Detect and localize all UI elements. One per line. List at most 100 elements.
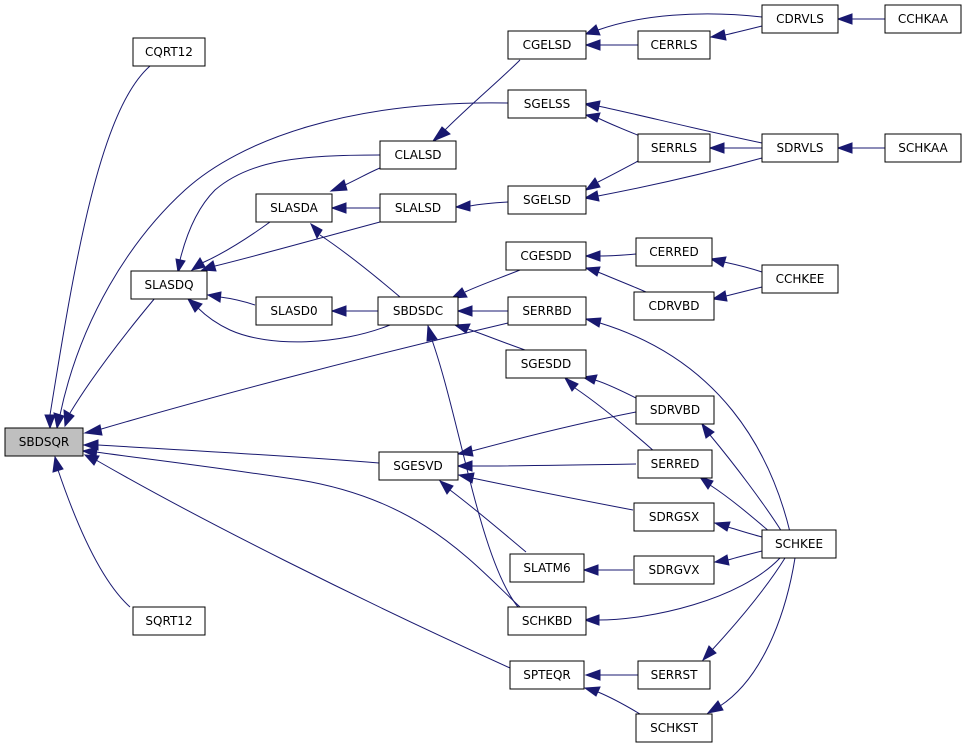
node-serrls[interactable]: SERRLS [637,133,711,163]
node-label: SERRED [651,457,700,471]
edge-sbdsdc-to-slasd0 [330,305,378,317]
node-label: SBDSQR [19,435,70,449]
node-cchkaa[interactable]: CCHKAA [884,4,962,34]
node-label: SDRVBD [650,403,700,417]
edge-cdrvls-to-cgelsd [584,13,763,36]
edge-sbdsdc-to-slasdq [186,298,391,343]
node-label: CLALSD [394,148,441,162]
edge-sgelss-to-sbdsqr [53,102,509,430]
edge-serred-to-sgesdd [563,376,656,453]
node-slasd0[interactable]: SLASD0 [255,296,333,326]
node-label: SGESVD [393,459,443,473]
node-cdrvls[interactable]: CDRVLS [761,4,839,34]
node-schkbd[interactable]: SCHKBD [507,606,587,636]
edge-sgesvd-to-sbdsqr [82,439,380,464]
node-sgesdd[interactable]: SGESDD [505,349,587,379]
edge-clalsd-to-slasda [329,167,381,192]
node-label: CGESDD [520,249,571,263]
node-label: SPTEQR [523,668,571,682]
edge-slasda-to-slasdq [190,221,271,271]
edge-serrls-to-sgelsd [584,159,641,191]
node-schkee[interactable]: SCHKEE [761,529,837,559]
edge-serrbd-to-sbdsdc [456,305,508,317]
node-clalsd[interactable]: CLALSD [379,140,457,170]
edge-sqrt12-to-sbdsqr [52,455,131,608]
node-slasdq[interactable]: SLASDQ [130,270,208,300]
edge-sbdsdc-to-slasda [309,222,401,298]
edge-cchkee-to-cdrvbd [711,286,763,302]
edge-cqrt12-to-sbdsqr [44,65,151,430]
edge-schkee-to-sdrgvx [713,550,763,566]
node-spteqr[interactable]: SPTEQR [509,660,585,690]
node-label: CCHKAA [898,12,949,26]
node-cqrt12[interactable]: CQRT12 [132,37,206,67]
node-sbdsqr[interactable]: SBDSQR [4,427,84,457]
node-cgelsd[interactable]: CGELSD [507,30,587,60]
node-label: CCHKEE [776,272,825,286]
node-sgesvd[interactable]: SGESVD [378,451,459,481]
edge-sgesdd-to-sbdsdc [453,323,526,351]
node-label: SCHKEE [775,537,823,551]
edge-schkee-to-schkbd [583,557,781,626]
node-sdrvls[interactable]: SDRVLS [761,133,839,163]
edge-schkee-to-serrst [701,557,786,662]
edge-schkee-to-serrbd [584,317,791,533]
edge-spteqr-to-sbdsqr [83,454,511,669]
edge-cgesdd-to-sbdsdc [450,269,521,299]
node-sgelss[interactable]: SGELSS [507,89,587,119]
edge-serrst-to-spteqr [584,669,639,681]
edge-cchkaa-to-cdrvls [836,13,885,25]
edge-cchkee-to-cerred [709,256,763,273]
node-label: SGELSS [524,97,570,111]
node-label: SERRST [651,668,698,682]
node-label: SGELSD [523,193,571,207]
node-schkaa[interactable]: SCHKAA [884,133,962,163]
node-label: CDRVBD [649,299,700,313]
node-slasda[interactable]: SLASDA [255,193,333,223]
edge-schkee-to-schkst [706,557,796,714]
node-sdrgsx[interactable]: SDRGSX [633,502,715,532]
node-label: SERRBD [522,304,571,318]
node-serred[interactable]: SERRED [637,449,713,479]
edge-slalsd-to-slasda [330,202,381,214]
node-serrbd[interactable]: SERRBD [507,296,587,326]
node-sbdsdc[interactable]: SBDSDC [377,296,459,326]
node-sgelsd[interactable]: SGELSD [507,185,587,215]
node-cdrvbd[interactable]: CDRVBD [633,291,715,321]
edge-cgelsd-to-clalsd [431,59,521,143]
edge-slasd0-to-slasdq [206,291,256,306]
edge-schkee-to-serred [698,476,771,533]
edge-cdrvbd-to-cgesdd [584,266,647,293]
edge-sdrvls-to-serrls [708,142,762,154]
node-label: SLATM6 [523,561,570,575]
node-label: CQRT12 [145,45,193,59]
node-sdrvbd[interactable]: SDRVBD [635,395,715,425]
node-label: SQRT12 [145,614,192,628]
node-schkst[interactable]: SCHKST [635,713,713,743]
edge-sdrvbd-to-sgesdd [581,374,637,399]
node-cgesdd[interactable]: CGESDD [505,241,587,271]
node-cchkee[interactable]: CCHKEE [761,264,839,294]
node-label: SBDSDC [393,304,443,318]
node-label: SLASD0 [270,304,317,318]
node-sdrgvx[interactable]: SDRGVX [633,555,715,585]
node-cerred[interactable]: CERRED [635,237,713,267]
edge-sdrvls-to-sgelsd [583,157,763,202]
node-slalsd[interactable]: SLALSD [379,193,457,223]
node-label: SDRGSX [649,510,699,524]
node-sqrt12[interactable]: SQRT12 [132,606,206,636]
edge-slatm6-to-sgesvd [438,480,527,553]
node-label: SLASDA [270,201,318,215]
node-cerrls[interactable]: CERRLS [637,30,711,60]
node-label: CDRVLS [776,12,824,26]
edge-cdrvls-to-cerrls [709,25,763,41]
edge-sdrvbd-to-sgesvd [456,411,637,457]
edge-serrbd-to-sbdsqr [83,322,509,436]
edge-sdrgsx-to-sgesvd [457,472,634,511]
node-label: SERRLS [651,141,697,155]
node-slatm6[interactable]: SLATM6 [509,553,585,583]
edge-slalsd-to-slasdq [200,221,381,272]
nodes: SBDSQR CQRT12 SLASDQ SQRT12 SLASDA SLASD… [4,4,962,743]
node-serrst[interactable]: SERRST [637,660,711,690]
